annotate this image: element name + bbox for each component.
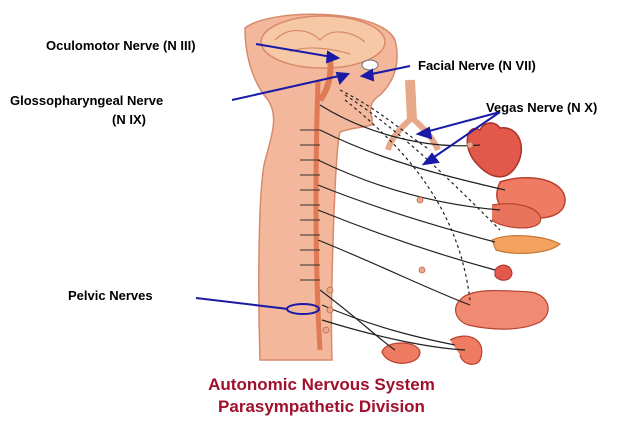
genital (450, 336, 482, 364)
colon (456, 290, 549, 329)
oculomotor-nerve-label: Oculomotor Nerve (N III) (46, 38, 196, 54)
heart (467, 123, 521, 177)
facial-nerve-label: Facial Nerve (N VII) (418, 58, 536, 74)
glossopharyngeal-nerve-label-line1: Glossopharyngeal Nerve (10, 93, 163, 109)
trachea (410, 80, 412, 120)
pelvic-nerves-label: Pelvic Nerves (68, 288, 153, 304)
vagus-nerve-label: Vegas Nerve (N X) (486, 100, 597, 116)
glossopharyngeal-nerve-label-line2: (N IX) (112, 112, 146, 128)
caption-line2: Parasympathetic Division (0, 396, 643, 417)
caption-line1: Autonomic Nervous System (0, 374, 643, 395)
kidney (495, 265, 512, 280)
pancreas (492, 236, 560, 254)
bladder (382, 343, 420, 363)
ganglion-dots (323, 142, 473, 333)
eye (362, 60, 378, 70)
